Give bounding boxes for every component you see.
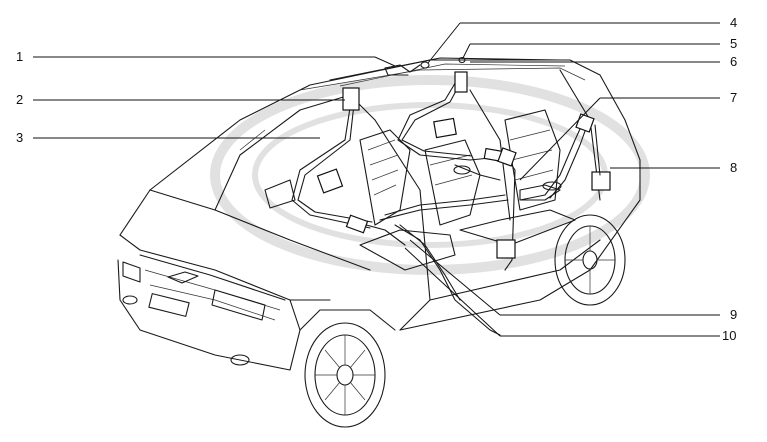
callout-label-3: 3 xyxy=(16,130,23,145)
callout-line-7b xyxy=(519,97,601,181)
callout-label-6: 6 xyxy=(730,54,737,69)
callout-label-5: 5 xyxy=(730,36,737,51)
callout-label-8: 8 xyxy=(730,160,737,175)
callouts: 1 2 3 4 5 6 7 8 9 10 xyxy=(16,15,737,343)
callout-line-1b xyxy=(374,56,396,67)
callout-label-10: 10 xyxy=(722,328,736,343)
callout-line-4b xyxy=(427,22,461,64)
callout-line-10b xyxy=(404,247,501,337)
callout-label-7: 7 xyxy=(730,90,737,105)
front-left-retractor xyxy=(342,87,360,111)
front-left-tongue xyxy=(316,168,344,194)
callout-label-1: 1 xyxy=(16,49,23,64)
front-right-retractor xyxy=(454,71,468,93)
rear-center-tongue xyxy=(496,239,516,259)
callout-label-2: 2 xyxy=(16,92,23,107)
front-right-tongue xyxy=(433,117,457,139)
front-wheel xyxy=(299,309,396,428)
rear-right-tongue xyxy=(591,171,611,191)
rear-wheel xyxy=(554,214,626,306)
callout-line-5b xyxy=(462,43,471,59)
seat-belts xyxy=(291,56,611,336)
callout-line-9b xyxy=(409,239,501,316)
callout-label-9: 9 xyxy=(730,307,737,322)
car-body xyxy=(117,57,641,428)
callout-label-4: 4 xyxy=(730,15,737,30)
